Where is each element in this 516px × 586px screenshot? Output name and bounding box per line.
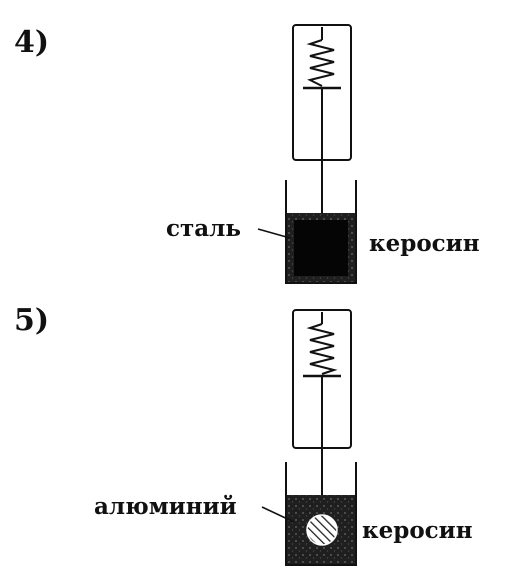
panel-number-4: 4) — [14, 25, 49, 60]
beaker — [285, 180, 357, 284]
panel-number-5: 5) — [14, 303, 49, 338]
panel-4: 4) сталь керосин — [14, 24, 480, 284]
leader-line — [261, 506, 295, 523]
material-label-steel: сталь — [166, 215, 241, 242]
liquid-label-kerosene: керосин — [369, 230, 480, 257]
liquid-label-kerosene: керосин — [362, 517, 473, 544]
steel-body — [294, 220, 348, 276]
beaker — [285, 462, 357, 566]
aluminium-body — [306, 514, 338, 546]
panel-5: 5) алюминий керосин — [14, 303, 473, 566]
leader-line — [257, 228, 291, 239]
material-label-aluminium: алюминий — [94, 493, 237, 520]
